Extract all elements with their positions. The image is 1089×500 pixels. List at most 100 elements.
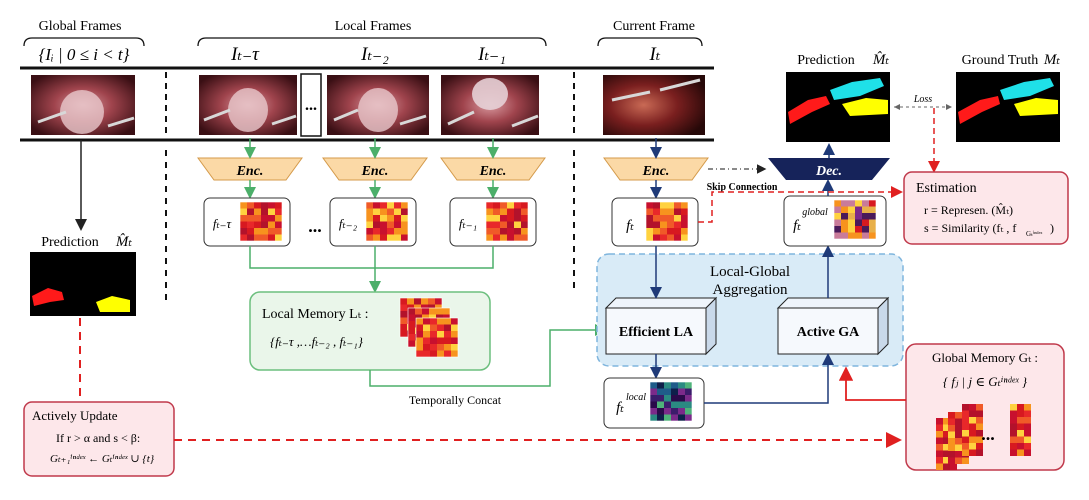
feature-map-cell	[848, 213, 855, 220]
feature-map-cell	[254, 228, 261, 235]
feature-map-cell	[435, 298, 442, 305]
memory-map-cell	[1017, 404, 1024, 411]
memory-map-cell	[1024, 417, 1031, 424]
estimation-line1: r = Represen. (M̂ₜ)	[924, 203, 1013, 217]
memory-map-cell	[955, 412, 962, 419]
feature-map-border	[833, 199, 877, 240]
feature-map-cell	[834, 219, 841, 226]
feature-map-cell	[451, 350, 458, 357]
ground-truth-symbol: Mₜ	[1043, 52, 1060, 68]
feature-map-cell	[430, 344, 437, 351]
feature-map-cell	[401, 215, 408, 222]
feature-map-cell	[423, 331, 430, 338]
feature-map-cell	[394, 234, 401, 241]
top-prediction-label: Prediction	[797, 53, 855, 68]
feature-map-cell	[869, 232, 876, 239]
feature-map-border	[365, 201, 409, 242]
feature-map-cell	[650, 382, 657, 389]
feature-map-cell	[437, 337, 444, 344]
feature-map-cell	[240, 202, 247, 209]
feature-map-cell	[451, 337, 458, 344]
feature-map-border	[415, 317, 459, 358]
current-frame-label: Iₜ	[648, 44, 660, 65]
feature-map-cell	[841, 213, 848, 220]
memory-map-cell	[943, 437, 950, 444]
feature-map-cell	[869, 200, 876, 207]
feature-map-cell	[660, 208, 667, 215]
active-ga-label: Active GA	[797, 325, 860, 340]
feature-map-cell	[394, 228, 401, 235]
memory-map-cell	[976, 423, 983, 430]
memory-map-cell	[1010, 423, 1017, 430]
local-memory-content: {fₜ₋τ ,…fₜ₋₂ , fₜ₋₁}	[270, 334, 364, 349]
memory-map-cell	[1010, 404, 1017, 411]
feature-map-cell	[400, 324, 407, 331]
feature-map-cell	[646, 234, 653, 241]
feature-map-cell	[653, 221, 660, 228]
feature-map-cell	[268, 221, 275, 228]
feature-map-cell	[848, 226, 855, 233]
memory-map-cell	[969, 443, 976, 450]
memory-map-cell	[1010, 410, 1017, 417]
memory-map-cell	[943, 463, 950, 470]
loss-arrow-left	[894, 104, 900, 110]
feature-map-cell	[678, 382, 685, 389]
memory-map-cell	[943, 424, 950, 431]
feature-map-cell	[247, 221, 254, 228]
feature-map-cell	[401, 202, 408, 209]
feature-map-cell	[500, 215, 507, 222]
feature-map-cell	[400, 304, 407, 311]
feature-ellipsis: ...	[308, 216, 322, 236]
memory-map-cell	[1017, 443, 1024, 450]
feature-map-cell	[394, 202, 401, 209]
feature-box-1: fₜ₋τ	[203, 197, 291, 247]
feature-map-cell	[664, 382, 671, 389]
feature-map-cell	[366, 234, 373, 241]
feature-map-cell	[254, 221, 261, 228]
feature-map-cell	[423, 324, 430, 331]
feature-map-cell	[646, 215, 653, 222]
feature-map-cell	[261, 228, 268, 235]
encoder-3: Enc.	[440, 157, 546, 181]
feature-map-cell	[444, 331, 451, 338]
feature-map-cell	[657, 388, 664, 395]
feature-label-current: fₜ	[626, 218, 634, 234]
feature-map-cell	[247, 228, 254, 235]
memory-map-cell	[955, 418, 962, 425]
memory-map-cell	[936, 450, 943, 457]
feature-map-cell	[507, 228, 514, 235]
feature-map-cell	[437, 350, 444, 357]
feature-map-cell	[373, 228, 380, 235]
feature-map-cell	[387, 202, 394, 209]
feature-map-cell	[869, 213, 876, 220]
memory-map-cell	[1017, 436, 1024, 443]
memory-map-cell	[948, 457, 955, 464]
actively-update-title: Actively Update	[32, 408, 118, 423]
memory-map-cell	[976, 449, 983, 456]
memory-map-cell	[955, 438, 962, 445]
local-frames-title: Local Frames	[335, 19, 412, 34]
feature-map-cell	[678, 414, 685, 421]
left-prediction-label: Prediction	[41, 235, 99, 250]
memory-map-cell	[1010, 436, 1017, 443]
arrow-local-feat-to-ga	[704, 353, 834, 404]
feature-box-current: fₜ	[611, 197, 699, 247]
feature-map-cell	[428, 298, 435, 305]
feature-box-3: fₜ₋₁	[449, 197, 537, 247]
feature-map-cell	[254, 215, 261, 222]
memory-map-cell	[943, 444, 950, 451]
local-frame-label-2: Iₜ₋₂	[360, 44, 389, 65]
feature-map-cell	[414, 298, 421, 305]
memory-map-cell	[962, 430, 969, 437]
feature-map-cell	[275, 208, 282, 215]
current-frame-image	[601, 73, 707, 137]
encoder-3-label: Enc.	[479, 164, 507, 179]
memory-map-cell	[969, 410, 976, 417]
feature-label-2: fₜ₋₂	[339, 216, 358, 231]
temporally-concat-label: Temporally Concat	[409, 393, 502, 407]
memory-map-cell	[1024, 449, 1031, 456]
memory-map-cell	[936, 457, 943, 464]
feature-map-cell	[681, 234, 688, 241]
actively-update-line1: If r > α and s < β:	[56, 431, 140, 445]
feature-map-cell	[401, 221, 408, 228]
